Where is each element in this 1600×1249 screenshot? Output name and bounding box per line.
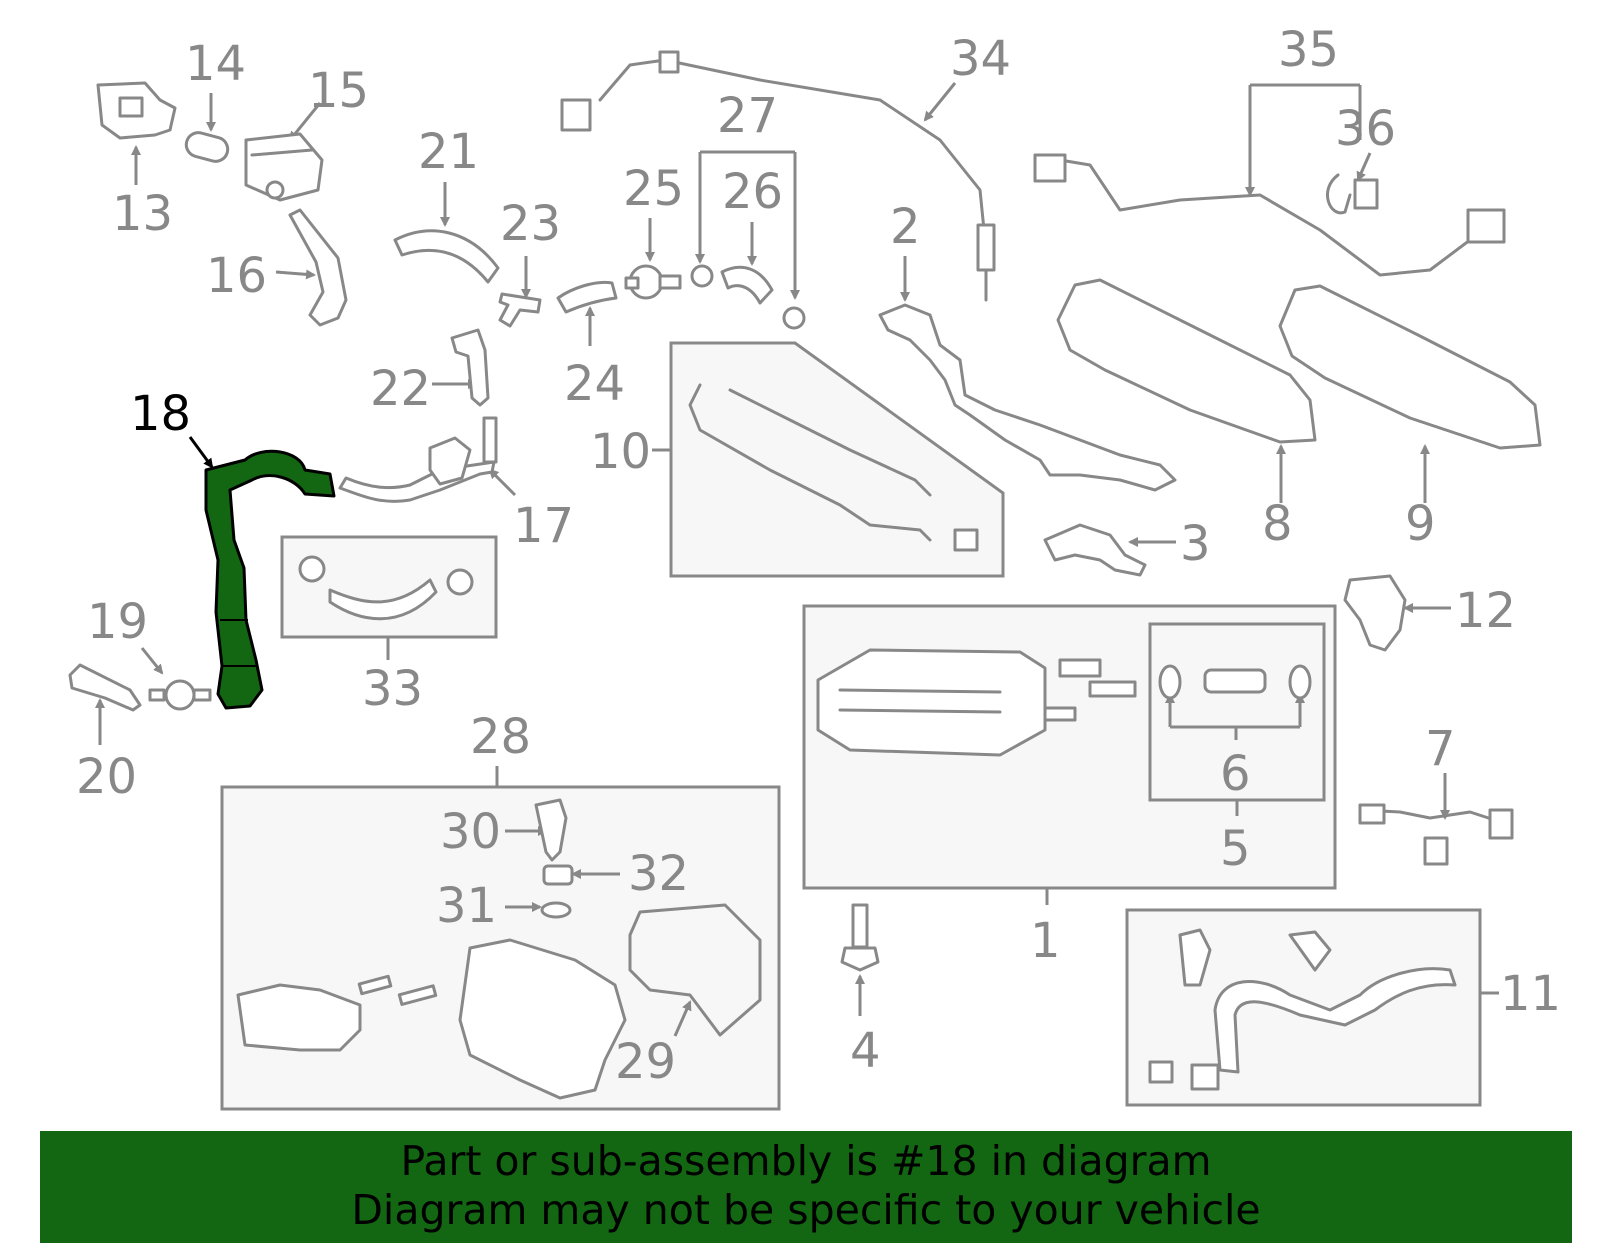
callout-16: 16 [206, 248, 267, 304]
banner-line-1: Part or sub-assembly is #18 in diagram [400, 1137, 1212, 1185]
part-27-clamp [782, 306, 806, 330]
part-29-gasket [628, 903, 762, 1037]
part-10-pipe [688, 383, 979, 552]
callout-labels: 1 2 3 4 5 6 7 8 9 10 11 12 13 14 15 16 1… [76, 22, 1561, 1090]
part-20-hose [68, 663, 142, 712]
callout-14: 14 [185, 36, 246, 92]
callout-18: 18 [130, 386, 191, 442]
callout-8: 8 [1262, 496, 1293, 552]
callout-36: 36 [1335, 101, 1396, 157]
part-2-bracket [878, 303, 1177, 492]
part-11-hose [1148, 928, 1457, 1091]
banner-line-2: Diagram may not be specific to your vehi… [351, 1186, 1261, 1234]
callout-28: 28 [470, 709, 531, 765]
callout-35: 35 [1278, 22, 1339, 78]
callout-11: 11 [1500, 966, 1561, 1022]
part-30-sensor [534, 798, 568, 862]
callout-10: 10 [590, 424, 651, 480]
callout-34: 34 [950, 31, 1011, 87]
callout-12: 12 [1455, 583, 1516, 639]
callout-2: 2 [890, 199, 921, 255]
part-15-sensor [244, 132, 324, 202]
callout-9: 9 [1405, 496, 1436, 552]
part-13-valve [96, 81, 177, 140]
callout-5: 5 [1220, 821, 1251, 877]
part-14-hose [184, 131, 230, 163]
callout-15: 15 [308, 63, 369, 119]
callout-29: 29 [615, 1034, 676, 1090]
part-12-valve [1343, 574, 1407, 652]
part-33-hose [298, 555, 474, 621]
part-1-canister [816, 648, 1137, 757]
callout-13: 13 [112, 186, 173, 242]
callout-6: 6 [1220, 746, 1251, 802]
part-16-hose [288, 208, 348, 327]
part-34-oxygen-sensor [560, 50, 996, 302]
callout-21: 21 [418, 124, 479, 180]
callout-30: 30 [440, 804, 501, 860]
part-19-valve [148, 679, 212, 711]
callout-27: 27 [717, 88, 778, 144]
part-35-sensor-harness [1033, 153, 1506, 277]
part-7-wire-harness [1358, 803, 1514, 866]
callout-3: 3 [1180, 516, 1211, 572]
callout-32: 32 [628, 846, 689, 902]
callout-1: 1 [1030, 913, 1061, 969]
callout-17: 17 [513, 498, 574, 554]
callout-20: 20 [76, 749, 137, 805]
part-32-nut [542, 864, 574, 886]
callout-19: 19 [87, 594, 148, 650]
part-22-hose [450, 328, 490, 407]
part-25-valve [624, 264, 682, 300]
part-18-hose-highlighted [204, 449, 336, 710]
part-6-fitting [1158, 664, 1312, 700]
callout-31: 31 [436, 878, 497, 934]
part-24-hose [556, 280, 618, 314]
part-4-bolt [840, 903, 880, 972]
callout-33: 33 [362, 661, 423, 717]
part-8-heat-shield [1056, 278, 1317, 444]
part-26-hose [720, 265, 774, 305]
callout-23: 23 [500, 196, 561, 252]
part-23-tee [498, 292, 542, 328]
callout-25: 25 [623, 161, 684, 217]
group-box-5 [1148, 622, 1326, 802]
part-9-heat-shield [1278, 284, 1542, 450]
part-31-washer [540, 901, 572, 919]
callout-22: 22 [370, 361, 431, 417]
notice-banner: Part or sub-assembly is #18 in diagram D… [40, 1131, 1572, 1243]
part-28-cover [236, 938, 627, 1100]
part-21-hose [393, 229, 500, 284]
callout-4: 4 [850, 1023, 881, 1079]
callout-24: 24 [564, 356, 625, 412]
part-3-bracket [1043, 523, 1147, 577]
callout-7: 7 [1425, 721, 1456, 777]
part-17-pipe [338, 416, 498, 503]
callout-26: 26 [722, 164, 783, 220]
part-27-clamp [690, 264, 714, 288]
